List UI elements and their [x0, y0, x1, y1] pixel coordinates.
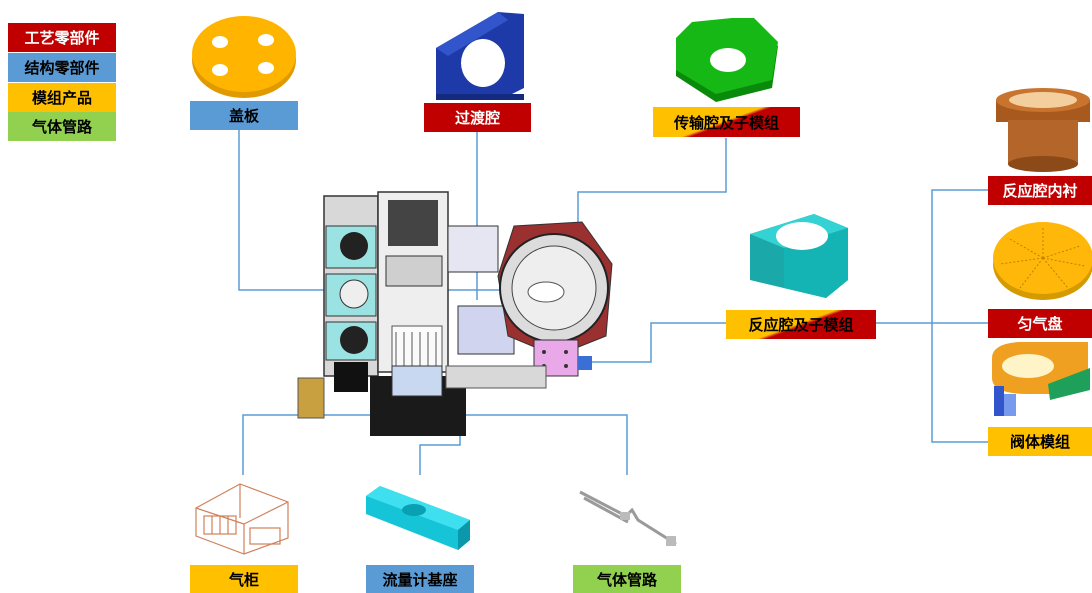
valve-module-image	[992, 342, 1090, 416]
line-transfer-chamber	[577, 138, 727, 240]
flowmeter-base-image	[366, 486, 470, 550]
reaction-chamber-image	[750, 214, 848, 298]
label-gas-cabinet: 气柜	[190, 565, 298, 593]
label-showerhead: 匀气盘	[988, 309, 1092, 338]
cover-plate-image	[192, 16, 296, 98]
label-chamber-liner: 反应腔内衬	[988, 176, 1092, 205]
label-transition-chamber: 过渡腔	[424, 103, 531, 132]
label-flowmeter-base: 流量计基座	[366, 565, 474, 593]
label-valve-module: 阀体模组	[988, 427, 1092, 456]
line-right-bracket	[931, 189, 988, 443]
transfer-chamber-image	[676, 18, 778, 102]
legend-process-parts: 工艺零部件	[8, 23, 116, 52]
label-cover-plate: 盖板	[190, 101, 298, 130]
showerhead-image	[993, 222, 1092, 300]
label-reaction-chamber: 反应腔及子模组	[726, 310, 876, 339]
legend-gas-pipeline: 气体管路	[8, 112, 116, 141]
gas-pipeline-image	[579, 490, 677, 546]
label-gas-pipeline: 气体管路	[573, 565, 681, 593]
legend-module-products: 模组产品	[8, 83, 116, 112]
transition-chamber-image	[436, 12, 524, 100]
gas-cabinet-image	[195, 483, 289, 555]
equipment-assembly-image	[297, 191, 613, 436]
label-transfer-chamber: 传输腔及子模组	[653, 107, 800, 137]
chamber-liner-image	[996, 88, 1090, 172]
line-reaction-chamber	[570, 322, 726, 363]
legend-structure-parts: 结构零部件	[8, 53, 116, 82]
